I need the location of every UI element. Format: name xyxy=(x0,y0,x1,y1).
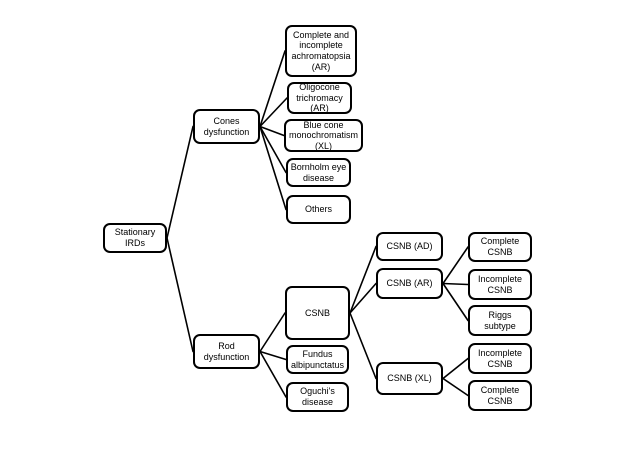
edge-cones-dysfunction-to-blue-cone xyxy=(259,125,285,137)
node-label-blue-cone: Blue cone monochromatism (XL) xyxy=(288,119,359,151)
node-label-bornholm: Bornholm eye disease xyxy=(290,161,347,183)
node-oligocone: Oligocone trichromacy (AR) xyxy=(287,82,352,114)
node-label-achromatopsia: Complete and incomplete achromatopsia (A… xyxy=(291,29,351,72)
edge-rod-dysfunction-to-csnb xyxy=(259,312,286,353)
node-csnb: CSNB xyxy=(285,286,350,340)
node-label-others: Others xyxy=(304,204,332,215)
node-complete-csnb-xl: Complete CSNB xyxy=(468,380,532,411)
node-label-csnb-xl: CSNB (XL) xyxy=(387,373,432,384)
edge-cones-dysfunction-to-oligocone xyxy=(259,97,288,128)
edge-rod-dysfunction-to-fundus xyxy=(259,350,287,361)
node-bornholm: Bornholm eye disease xyxy=(286,158,351,187)
node-csnb-xl: CSNB (XL) xyxy=(376,362,443,395)
edge-csnb-to-csnb-ad xyxy=(349,245,377,314)
node-csnb-ad: CSNB (AD) xyxy=(376,232,443,261)
edge-csnb-ar-to-complete-csnb-ar xyxy=(442,246,469,285)
node-label-csnb-ad: CSNB (AD) xyxy=(386,241,433,252)
node-label-cones-dysfunction: Cones dysfunction xyxy=(203,115,250,137)
node-riggs-subtype: Riggs subtype xyxy=(468,305,532,336)
edge-rod-dysfunction-to-oguchi xyxy=(259,350,287,398)
node-label-stationary-irds: Stationary IRDs xyxy=(114,227,156,248)
node-incomplete-csnb-ar: Incomplete CSNB xyxy=(468,269,532,300)
node-label-fundus: Fundus albipunctatus xyxy=(290,348,345,370)
edge-cones-dysfunction-to-bornholm xyxy=(259,125,287,174)
node-incomplete-csnb-xl: Incomplete CSNB xyxy=(468,343,532,374)
edge-csnb-ar-to-incomplete-csnb-ar xyxy=(442,282,469,286)
edge-cones-dysfunction-to-others xyxy=(259,125,287,211)
node-label-oguchi: Oguchi's disease xyxy=(300,386,335,407)
node-complete-csnb-ar: Complete CSNB xyxy=(468,232,532,262)
node-fundus: Fundus albipunctatus xyxy=(286,345,349,374)
node-label-oligocone: Oligocone trichromacy (AR) xyxy=(296,82,343,114)
node-label-complete-csnb-ar: Complete CSNB xyxy=(480,236,520,257)
node-cones-dysfunction: Cones dysfunction xyxy=(193,109,260,144)
edge-stationary-irds-to-rod-dysfunction xyxy=(166,237,194,353)
edge-csnb-xl-to-incomplete-csnb-xl xyxy=(442,357,469,380)
node-stationary-irds: Stationary IRDs xyxy=(103,223,167,253)
node-csnb-ar: CSNB (AR) xyxy=(376,268,443,299)
edge-csnb-to-csnb-xl xyxy=(349,312,377,380)
node-label-complete-csnb-xl: Complete CSNB xyxy=(480,384,520,406)
node-label-csnb-ar: CSNB (AR) xyxy=(386,278,433,289)
node-label-rod-dysfunction: Rod dysfunction xyxy=(203,340,250,362)
node-blue-cone: Blue cone monochromatism (XL) xyxy=(284,119,363,152)
node-label-riggs-subtype: Riggs subtype xyxy=(484,309,516,331)
edge-stationary-irds-to-cones-dysfunction xyxy=(166,125,194,239)
edge-csnb-to-csnb-ar xyxy=(349,282,377,314)
node-label-csnb: CSNB xyxy=(304,307,330,318)
node-rod-dysfunction: Rod dysfunction xyxy=(193,334,260,369)
node-others: Others xyxy=(286,195,351,224)
node-achromatopsia: Complete and incomplete achromatopsia (A… xyxy=(285,25,357,77)
edge-csnb-xl-to-complete-csnb-xl xyxy=(442,377,469,397)
node-label-incomplete-csnb-xl: Incomplete CSNB xyxy=(477,347,523,369)
node-oguchi: Oguchi's disease xyxy=(286,382,349,412)
edge-csnb-ar-to-riggs-subtype xyxy=(442,282,469,322)
node-label-incomplete-csnb-ar: Incomplete CSNB xyxy=(477,273,523,295)
edge-cones-dysfunction-to-achromatopsia xyxy=(259,50,286,128)
